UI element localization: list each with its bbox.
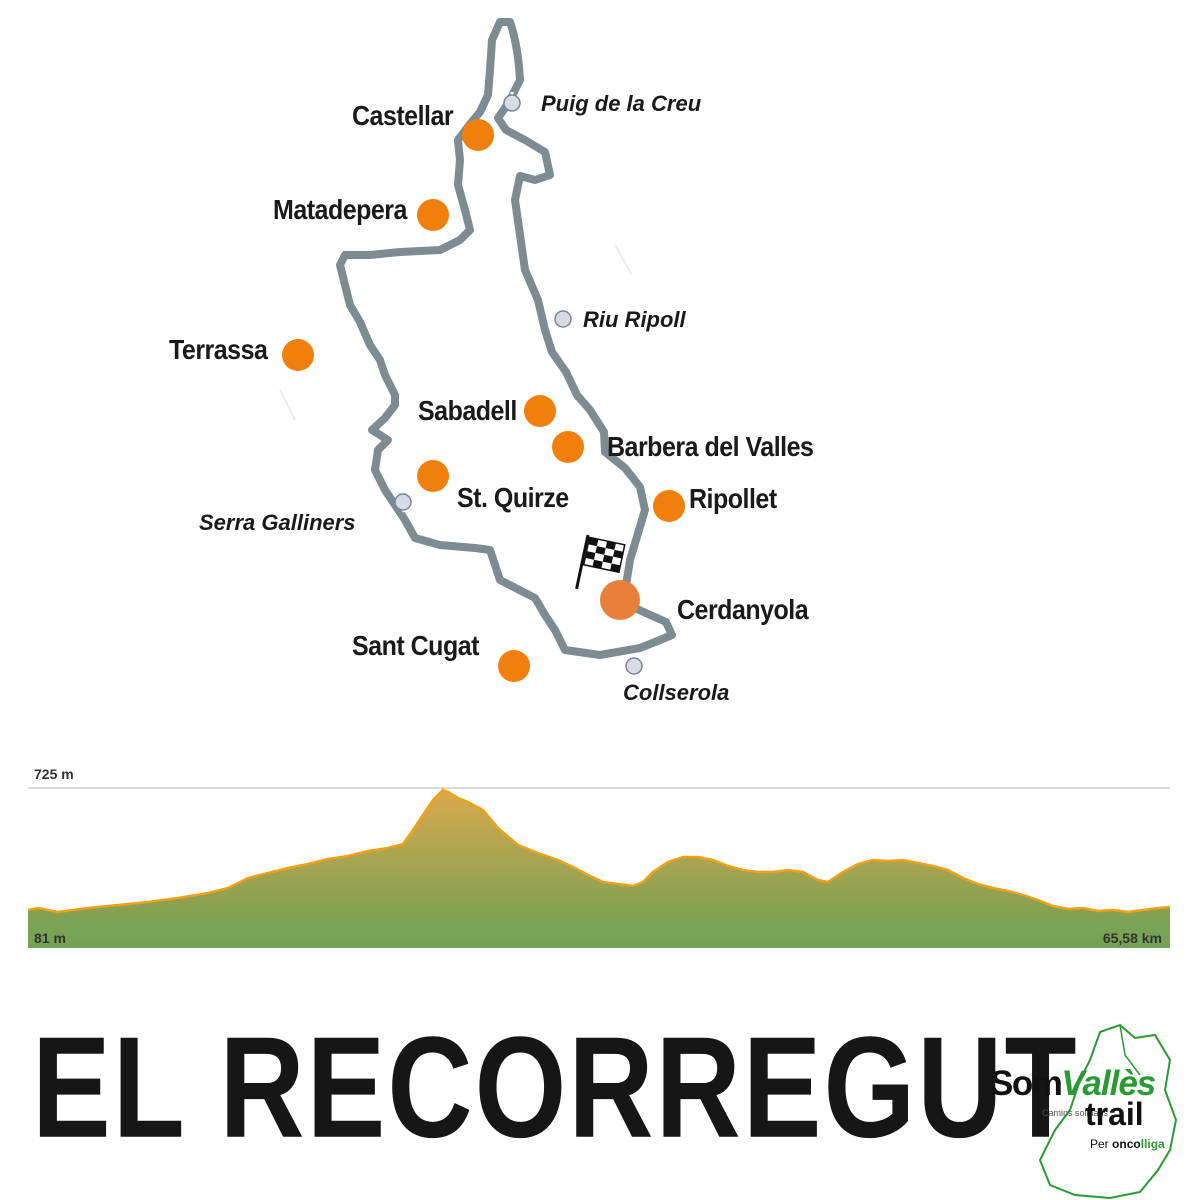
logo-sponsor: Per oncolliga [1090, 1137, 1165, 1151]
point-marker-collserola[interactable] [625, 657, 643, 675]
town-marker-matadepera[interactable] [417, 199, 449, 231]
town-label-castellar: Castellar [352, 100, 454, 132]
logo-lliga: lliga [1140, 1137, 1165, 1151]
town-label-st-quirze: St. Quirze [457, 482, 569, 514]
distance-label: 65,58 km [1102, 930, 1162, 946]
elevation-area [28, 790, 1170, 948]
checkered-flag-icon [575, 534, 626, 590]
town-label-sabadell: Sabadell [418, 395, 517, 427]
town-marker-terrassa[interactable] [282, 339, 314, 371]
elevation-line [27, 788, 1171, 914]
point-marker-riu-ripoll[interactable] [554, 310, 572, 328]
max-elevation-label: 725 m [34, 766, 74, 782]
town-label-cerdanyola: Cerdanyola [677, 594, 809, 626]
valles-region-outline-icon [1038, 1023, 1178, 1200]
town-marker-sabadell[interactable] [524, 395, 556, 427]
elevation-profile: 725 m 81 m 65,58 km [27, 760, 1171, 955]
point-marker-puig-de-la-creu[interactable] [503, 94, 521, 112]
point-label-riu-ripoll: Riu Ripoll [583, 307, 686, 332]
town-marker-st-quirze[interactable] [417, 460, 449, 492]
elevation-base-band [28, 918, 1170, 948]
elevation-profile-svg [27, 787, 1171, 948]
town-marker-sant-cugat[interactable] [498, 650, 530, 682]
town-marker-barbera[interactable] [552, 431, 584, 463]
min-elevation-label: 81 m [34, 930, 66, 946]
logo-per: Per [1090, 1137, 1109, 1151]
town-label-sant-cugat: Sant Cugat [352, 630, 479, 662]
point-label-collserola: Collserola [623, 680, 730, 705]
route-line [336, 18, 676, 659]
route-map: Castellar Matadepera Terrassa Sabadell B… [169, 18, 814, 705]
som-valles-trail-logo: SomVallès Camins solidaris trail Per onc… [980, 1020, 1185, 1200]
point-label-puig-de-la-creu: Puig de la Creu [541, 91, 702, 116]
town-label-terrassa: Terrassa [169, 334, 268, 366]
logo-som: Som [990, 1064, 1063, 1103]
point-label-serra-galliners: Serra Galliners [199, 510, 356, 535]
town-label-ripollet: Ripollet [689, 483, 777, 515]
town-label-matadepera: Matadepera [273, 194, 407, 226]
logo-wordmark: SomVallès [990, 1064, 1156, 1104]
logo-onco: onco [1112, 1137, 1141, 1151]
town-marker-castellar[interactable] [462, 119, 494, 151]
faint-edge-lines [279, 244, 633, 421]
town-marker-ripollet[interactable] [653, 490, 685, 522]
logo-valles: Vallès [1061, 1064, 1156, 1103]
logo-trail: trail [1085, 1096, 1144, 1132]
town-marker-cerdanyola-finish[interactable] [600, 580, 640, 620]
logo-tagline: Camins solidaris [1042, 1108, 1109, 1118]
route-map-svg [279, 18, 685, 682]
page-title: EL RECORREGUT [32, 1007, 1079, 1169]
point-marker-serra-galliners[interactable] [394, 493, 412, 511]
town-label-barbera: Barbera del Valles [607, 431, 814, 463]
